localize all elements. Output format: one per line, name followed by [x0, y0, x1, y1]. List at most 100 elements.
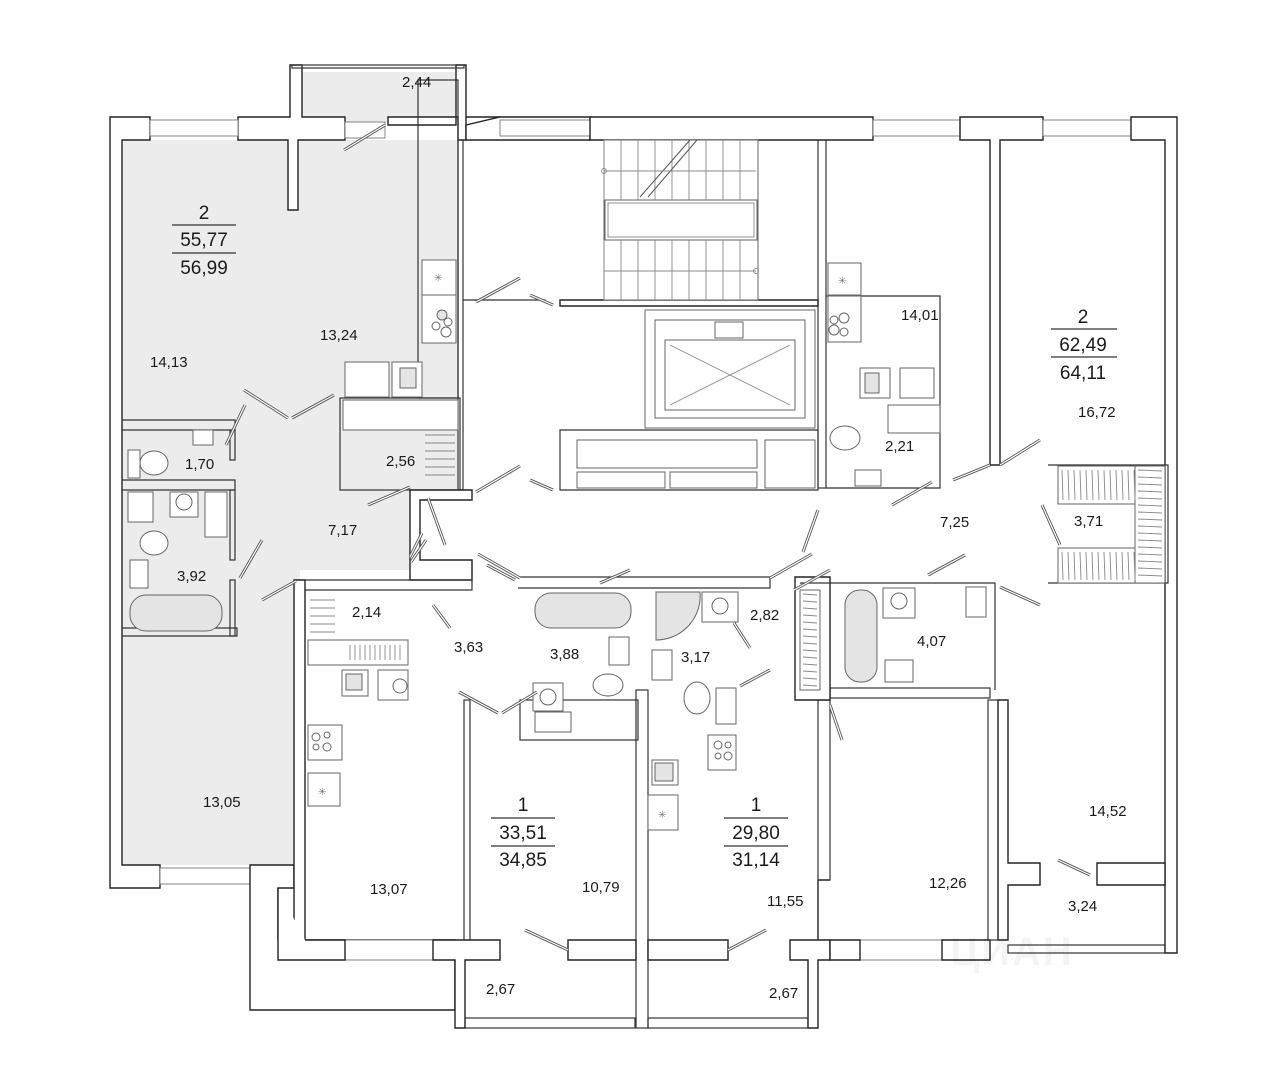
wardrobe-hatch: [802, 677, 818, 680]
wardrobe-hatch: [1091, 469, 1094, 501]
room-area-a1-kitchen: 13,24: [320, 327, 358, 344]
wardrobe-hatch: [1133, 469, 1136, 501]
wardrobe-hatch: [1137, 532, 1163, 535]
wardrobe-hatch: [1137, 469, 1163, 472]
door-leaf-inner: [529, 294, 554, 306]
wardrobe-hatch: [1137, 553, 1163, 556]
door-leaf-inner: [409, 532, 423, 558]
room-area-a2-living: 16,72: [1078, 404, 1116, 421]
wardrobe-hatch: [802, 663, 818, 666]
apt-total-area: 56,99: [180, 258, 228, 279]
room-area-a2-wardrobe: 3,71: [1074, 513, 1103, 530]
door-leaf-inner: [599, 569, 631, 584]
wardrobe-hatch: [1085, 469, 1088, 501]
wardrobe-hatch: [1103, 551, 1106, 581]
door-leaf-inner: [475, 465, 521, 493]
wardrobe-hatch: [1085, 551, 1088, 581]
apt-living-area: 55,77: [180, 230, 228, 251]
room-area-a2-balcony: 3,24: [1068, 898, 1097, 915]
wardrobe-hatch: [1103, 469, 1106, 501]
apartment-label-center-left: 1 33,51 34,85: [491, 795, 555, 871]
room-area-a3-balcony: 2,67: [486, 981, 515, 998]
wardrobe-hatch: [802, 607, 818, 610]
apt-rooms-count: 1: [751, 795, 762, 816]
wardrobe-hatch: [1137, 483, 1163, 486]
wardrobe-hatch: [802, 621, 818, 624]
watermark: ЦИАН: [950, 930, 1074, 974]
wardrobe-hatch: [1061, 469, 1064, 501]
wardrobe-hatch: [1115, 469, 1118, 501]
wardrobe-hatch: [802, 593, 818, 596]
wardrobe-hatch: [802, 614, 818, 617]
door-leaf-inner: [802, 509, 819, 553]
room-area-a1-room2: 13,05: [203, 794, 241, 811]
wardrobe-hatch: [1109, 469, 1112, 501]
wardrobe-hatch: [1137, 560, 1163, 563]
wardrobe-hatch: [1137, 490, 1163, 493]
room-area-a4-hall: 2,82: [750, 607, 779, 624]
wardrobe-hatch: [1137, 567, 1163, 570]
door-leaf-inner: [427, 497, 446, 546]
door-leaf-inner: [475, 277, 521, 303]
room-area-a2-room2: 14,52: [1089, 803, 1127, 820]
svg-text:✳: ✳: [658, 810, 666, 821]
room-area-labels: 2,44 14,13 13,24 1,70 2,56 7,17 3,92 13,…: [150, 74, 1127, 1002]
door-leaf-inner: [291, 394, 335, 419]
wardrobe-hatch: [1127, 469, 1130, 501]
door-leaf-inner: [225, 404, 246, 446]
wardrobe-hatch: [1133, 551, 1136, 581]
wardrobe-hatch: [1097, 551, 1100, 581]
svg-text:✳: ✳: [434, 273, 442, 284]
room-area-a1-hall: 7,17: [328, 522, 357, 539]
room-area-a3-kitchen: 13,07: [370, 881, 408, 898]
wardrobe-hatch: [1073, 469, 1076, 501]
wardrobe-hatch: [802, 642, 818, 645]
wardrobe-hatch: [1121, 551, 1124, 581]
room-area-a2-wc: 2,21: [885, 438, 914, 455]
wardrobe-hatch: [1073, 551, 1076, 581]
wardrobe-hatch: [1137, 574, 1163, 577]
room-area-a2-bath: 4,07: [917, 633, 946, 650]
room-area-a1-bath: 3,92: [177, 568, 206, 585]
apt-rooms-count: 2: [199, 203, 210, 224]
door-leaf-inner: [486, 564, 516, 581]
door-leaf-inner: [829, 704, 843, 741]
apt-total-area: 34,85: [499, 850, 547, 871]
wardrobe-hatch: [802, 656, 818, 659]
wardrobe-hatch: [1115, 551, 1118, 581]
door-leaf-inner: [432, 604, 451, 629]
wardrobe-hatch: [802, 670, 818, 673]
wardrobe-hatch: [1079, 551, 1082, 581]
apartment-label-left: 2 55,77 56,99: [172, 203, 236, 279]
room-area-a1-balcony: 2,44: [402, 74, 431, 91]
outer-walls: [109, 64, 1178, 1029]
wardrobe-hatch: [1137, 518, 1163, 521]
room-area-a4-bath: 3,17: [681, 649, 710, 666]
wardrobe-hatch: [802, 600, 818, 603]
door-leaf-inner: [410, 539, 427, 563]
svg-text:✳: ✳: [318, 787, 326, 798]
wardrobe-hatch: [802, 684, 818, 687]
wardrobes: [349, 465, 1166, 691]
apt-total-area: 64,11: [1060, 363, 1106, 384]
door-leaf-inner: [739, 669, 771, 687]
door-leaf-inner: [261, 580, 297, 601]
door-leaf-inner: [367, 486, 411, 506]
apartment-label-right: 2 62,49 64,11: [1051, 307, 1117, 384]
apt-living-area: 29,80: [732, 823, 780, 844]
door-leaf-inner: [769, 553, 813, 579]
door-leaf-inner: [501, 691, 538, 714]
wardrobe-hatch: [1121, 469, 1124, 501]
room-area-a4-balcony: 2,67: [769, 985, 798, 1002]
wardrobe-hatch: [1097, 469, 1100, 501]
room-area-a5-room: 12,26: [929, 875, 967, 892]
door-leaf-inner: [1057, 859, 1091, 876]
apt-rooms-count: 2: [1078, 307, 1089, 328]
wardrobe-hatch: [1137, 476, 1163, 479]
room-area-a3-storage: 2,14: [352, 604, 381, 621]
elevator: [576, 309, 816, 489]
room-area-a4-room: 11,55: [767, 893, 803, 910]
kitchen-fixtures: ✳ ✳ ✳: [307, 259, 941, 831]
door-leaf-inner: [1041, 504, 1061, 546]
